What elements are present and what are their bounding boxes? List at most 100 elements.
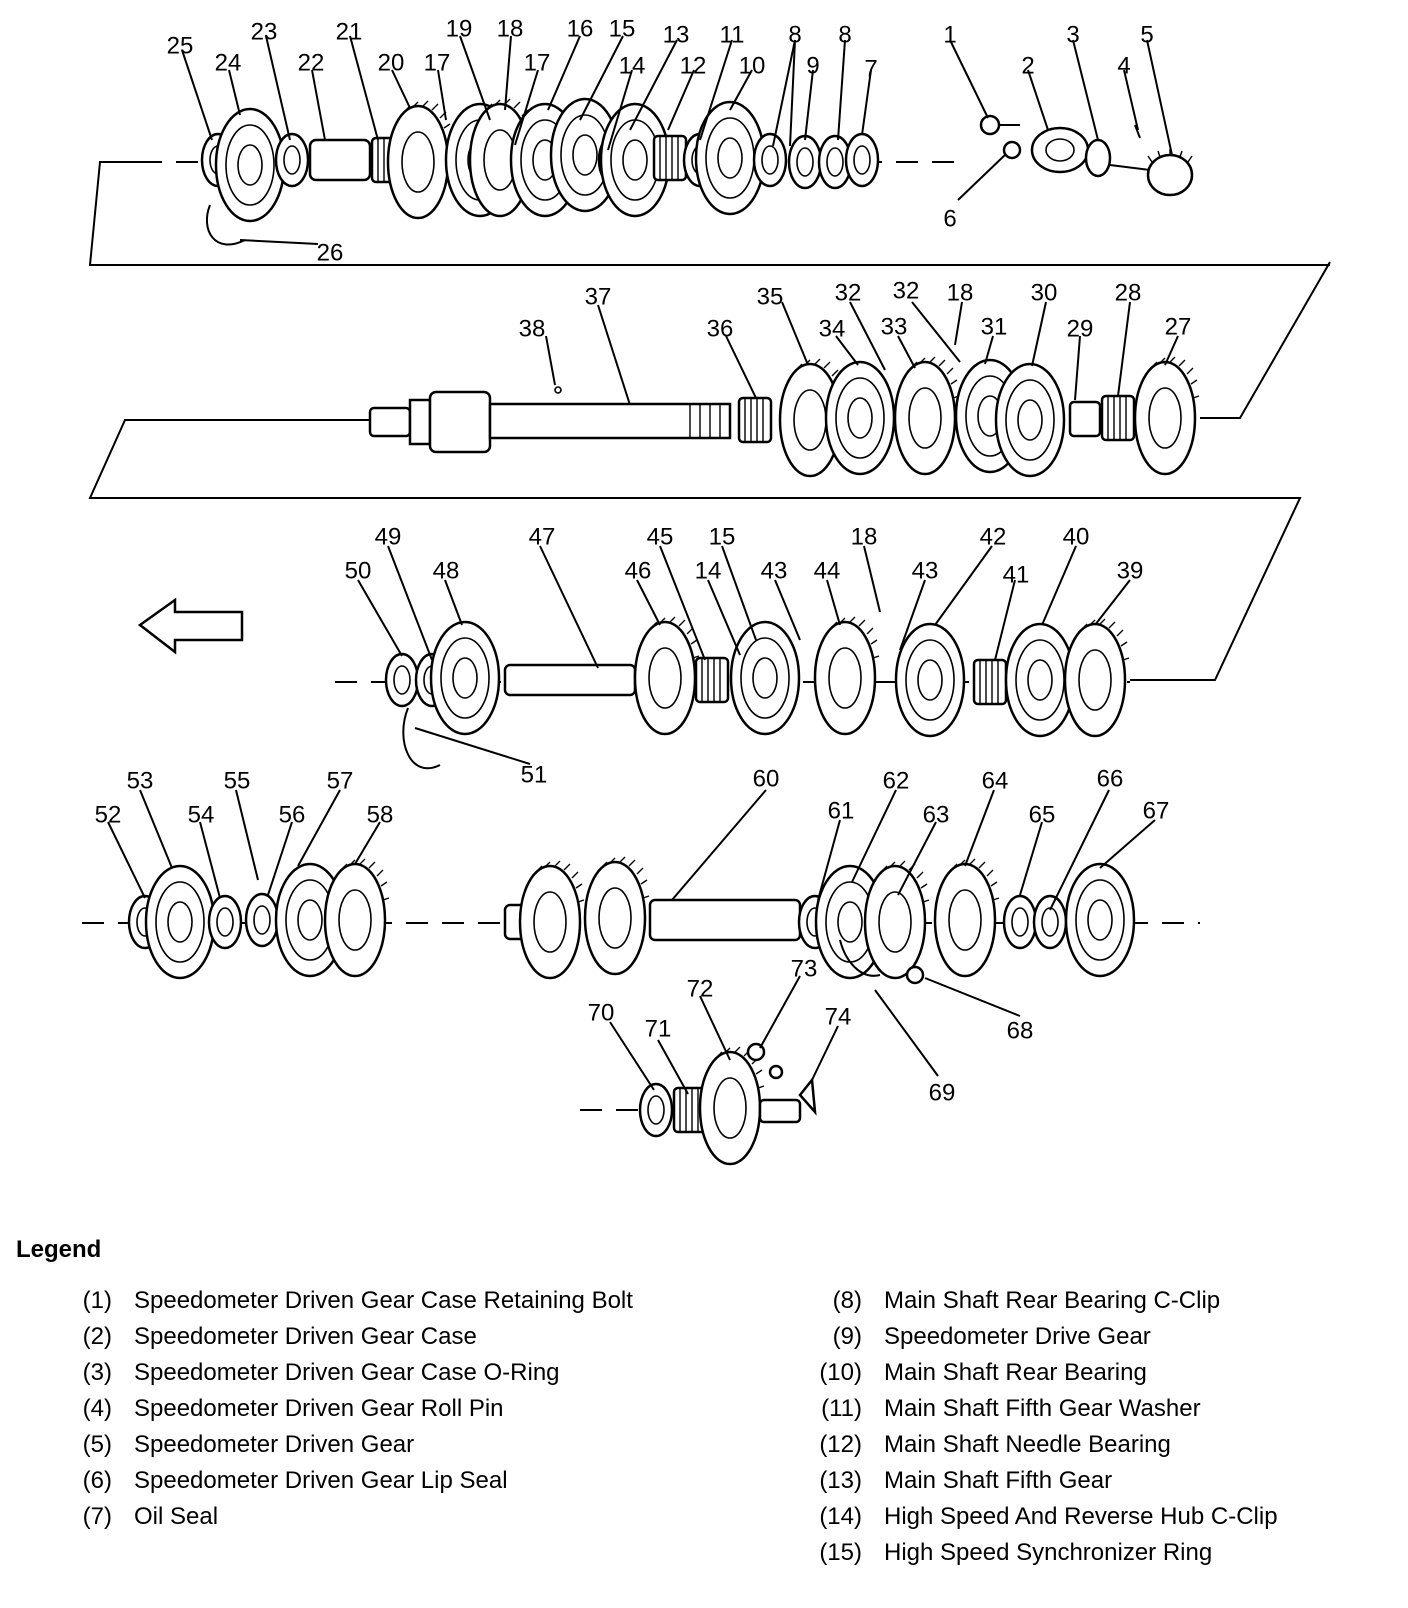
callout-c27: 27 [1165,313,1192,340]
callout-c67: 67 [1143,797,1170,824]
callout-c69: 69 [929,1079,956,1106]
legend-column-right: (8) Main Shaft Rear Bearing C-Clip (9) Spee… [806,1286,1396,1574]
legend-item-number: (9) [832,1323,862,1350]
legend-item-number: (4) [82,1395,112,1422]
callout-c1: 1 [943,21,956,48]
callout-c13: 13 [663,21,690,48]
callout-c20: 20 [378,49,405,76]
callout-c15a: 15 [609,15,636,42]
row-3-input-shaft [137,597,1131,770]
legend-item-number: (15) [819,1539,862,1566]
legend-item-number: (5) [82,1431,112,1458]
legend-item-text: Main Shaft Rear Bearing C-Clip [884,1287,1221,1314]
callout-c52: 52 [95,801,122,828]
callout-c9: 9 [806,52,819,79]
legend-item: (2)Speedometer Driven Gear Case [76,1322,696,1352]
callout-c60: 60 [753,765,780,792]
legend-item-text: Speedometer Driven Gear Case Retaining B… [134,1287,633,1314]
callout-c44: 44 [814,557,841,584]
exploded-transmission-diagram: 2524232221201719181716151413121110898712… [82,15,1331,1166]
callout-c63: 63 [923,801,950,828]
legend-item-text: Speedometer Driven Gear Case [134,1323,477,1350]
callout-c24: 24 [215,49,242,76]
callout-c49: 49 [375,523,402,550]
row-2-mainshaft [88,261,1331,681]
callout-c53: 53 [127,767,154,794]
callout-c26: 26 [317,239,344,266]
callout-c56: 56 [279,801,306,828]
callout-c7: 7 [864,55,877,82]
callout-c70: 70 [588,999,615,1026]
legend-item-number: (8) [832,1287,862,1314]
callout-c73: 73 [791,955,818,982]
legend-column-left: (1) Speedometer Driven Gear Case Retainin… [76,1286,696,1538]
callout-c17a: 17 [424,49,451,76]
legend-item-text: Main Shaft Needle Bearing [884,1431,1171,1458]
callout-c14b: 14 [695,557,722,584]
legend-item: (4) Speedometer Driven Gear Roll Pin [76,1394,696,1424]
callout-c37: 37 [585,283,612,310]
legend-item: (12)Main Shaft Needle Bearing [806,1430,1396,1460]
legend-item: (3)Speedometer Driven Gear Case O-Ring [76,1358,696,1388]
leader-lines [107,35,1179,1095]
callout-c55: 55 [224,767,251,794]
legend-item: (5) Speedometer Driven Gear [76,1430,696,1460]
callout-c32a: 32 [835,279,862,306]
callout-c18a: 18 [497,15,524,42]
legend-item-number: (13) [819,1467,862,1494]
legend-item-text: High Speed Synchronizer Ring [884,1539,1213,1566]
legend-item: (15) High Speed Synchronizer Ring [806,1538,1396,1568]
callout-c42: 42 [980,523,1007,550]
legend-item-text: Speedometer Driven Gear Roll Pin [134,1395,504,1422]
row-4-countershaft [82,855,1200,1166]
callout-c19: 19 [446,15,473,42]
legend-item-text: Speedometer Driven Gear [134,1431,415,1458]
legend-item: (7)Oil Seal [76,1502,696,1532]
legend-item-text: Speedometer Driven Gear Lip Seal [134,1467,508,1494]
callout-c74: 74 [825,1003,852,1030]
legend-item: (14)High Speed And Reverse Hub C-Clip [806,1502,1396,1532]
callout-c39: 39 [1117,557,1144,584]
callout-c71: 71 [645,1015,672,1042]
callout-c14a: 14 [619,52,646,79]
legend-item-text: High Speed And Reverse Hub C-Clip [884,1503,1278,1530]
callout-c36: 36 [707,315,734,342]
callout-c61: 61 [828,797,855,824]
legend-item-text: Speedometer Driven Gear Case O-Ring [134,1359,560,1386]
callout-c50: 50 [345,557,372,584]
callout-c68: 68 [1007,1017,1034,1044]
legend-item: (10)Main Shaft Rear Bearing [806,1358,1396,1388]
callout-c34: 34 [819,315,846,342]
legend-item: (1) Speedometer Driven Gear Case Retainin… [76,1286,696,1316]
callout-c6: 6 [943,205,956,232]
callout-c43a: 43 [761,557,788,584]
callout-c48: 48 [433,557,460,584]
callout-c35: 35 [757,283,784,310]
callout-c65: 65 [1029,801,1056,828]
callout-c5: 5 [1140,21,1153,48]
callout-c29: 29 [1067,315,1094,342]
callout-c46: 46 [625,557,652,584]
callout-c40: 40 [1063,523,1090,550]
callout-c22: 22 [298,49,325,76]
legend-item-text: Oil Seal [134,1503,219,1530]
legend-title: Legend [16,1236,102,1263]
callout-c51: 51 [521,761,548,788]
legend-item-text: Speedometer Drive Gear [884,1323,1151,1350]
legend-item-number: (6) [82,1467,112,1494]
callout-c12: 12 [680,52,707,79]
callout-c16: 16 [567,15,594,42]
callout-c3: 3 [1066,21,1079,48]
direction-arrow-icon [137,597,244,655]
callout-c8b: 8 [838,21,851,48]
callout-c2: 2 [1021,52,1034,79]
legend-item: (6) Speedometer Driven Gear Lip Seal [76,1466,696,1496]
callout-c21: 21 [336,18,363,45]
callout-c66: 66 [1097,765,1124,792]
callout-c8a: 8 [788,21,801,48]
legend-item-number: (1) [82,1287,112,1314]
callout-c41: 41 [1003,561,1030,588]
legend-item-number: (10) [819,1359,862,1386]
callout-c18c: 18 [851,523,878,550]
